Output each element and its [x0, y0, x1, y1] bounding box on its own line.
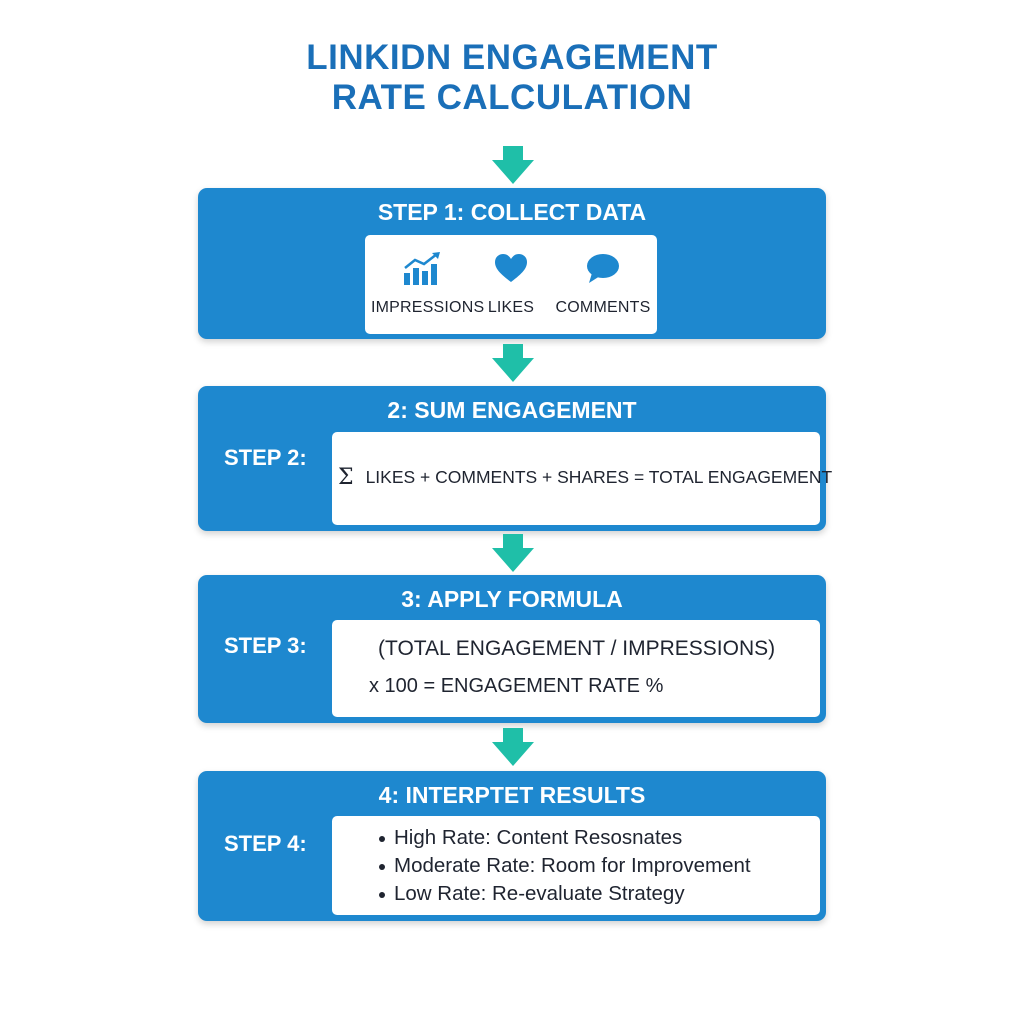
down-arrow-icon [490, 146, 536, 186]
step-4-heading: 4: INTERPTET RESULTS [378, 782, 646, 808]
sum-formula-text: LIKES + COMMENTS + SHARES = TOTAL ENGAGE… [365, 467, 833, 487]
page-title-line-2: RATE CALCULATION [331, 78, 693, 117]
collect-data-card: IMPRESSIONS LIKES COMMENTS [365, 235, 657, 334]
step-2-heading: 2: SUM ENGAGEMENT [387, 397, 637, 423]
step-1-heading: STEP 1: COLLECT DATA [377, 199, 647, 225]
rate-formula-line-2: x 100 = ENGAGEMENT RATE % [369, 675, 664, 697]
sum-engagement-card: Σ LIKES + COMMENTS + SHARES = TOTAL ENGAG… [332, 432, 832, 525]
result-high: High Rate: Content Resosnates [379, 824, 751, 852]
metric-impressions-label: IMPRESSIONS [371, 299, 485, 316]
down-arrow-icon [490, 344, 536, 384]
result-low: Low Rate: Re-evaluate Strategy [379, 880, 751, 908]
step-2-panel: 2: SUM ENGAGEMENT STEP 2: Σ LIKES + COMME… [198, 386, 832, 531]
step-4-panel: 4: INTERPTET RESULTS STEP 4: High Rate: … [198, 771, 826, 921]
sigma-icon: Σ [338, 465, 354, 490]
result-moderate: Moderate Rate: Room for Improvement [379, 852, 751, 880]
heart-icon [479, 251, 543, 287]
sum-formula: Σ LIKES + COMMENTS + SHARES = TOTAL ENGAG… [338, 464, 833, 490]
apply-formula-card: (TOTAL ENGAGEMENT / IMPRESSIONS) x 100 =… [332, 620, 820, 717]
down-arrow-icon [490, 534, 536, 574]
down-arrow-icon [490, 728, 536, 768]
results-list: High Rate: Content Resosnates Moderate R… [379, 824, 751, 908]
step-1-panel: STEP 1: COLLECT DATA IMPRESSIONS [198, 188, 826, 339]
page-title-line-1: LINKIDN ENGAGEMENT [306, 38, 718, 77]
interpret-results-card: High Rate: Content Resosnates Moderate R… [332, 816, 820, 915]
metric-impressions: IMPRESSIONS [371, 251, 485, 317]
step-4-label: STEP 4: [224, 831, 307, 856]
metric-likes: LIKES [479, 251, 543, 317]
metric-likes-label: LIKES [487, 299, 535, 316]
step-3-panel: 3: APPLY FORMULA STEP 3: (TOTAL ENGAGEME… [198, 575, 826, 723]
metric-comments-label: COMMENTS [555, 299, 651, 316]
speech-bubble-icon [555, 251, 651, 287]
metric-comments: COMMENTS [555, 251, 651, 317]
bar-chart-trend-icon [371, 251, 475, 287]
step-3-heading: 3: APPLY FORMULA [401, 586, 623, 612]
rate-formula-line-1: (TOTAL ENGAGEMENT / IMPRESSIONS) [378, 637, 776, 660]
step-3-label: STEP 3: [224, 633, 307, 658]
step-2-label: STEP 2: [224, 445, 307, 470]
